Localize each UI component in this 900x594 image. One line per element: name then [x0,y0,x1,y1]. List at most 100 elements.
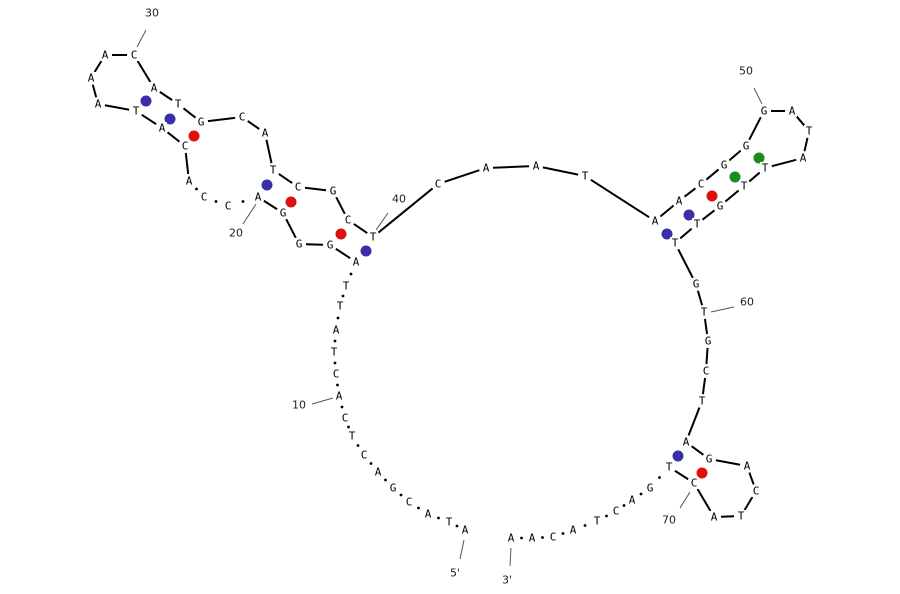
backbone-bond [743,496,754,511]
backbone-bond [705,168,720,181]
nucleotide-33: G [198,116,205,129]
backbone-bond [674,469,689,481]
position-label: 5' [450,567,460,580]
label-tick [459,539,465,560]
nucleotide-13: A [333,324,340,337]
nucleotide-21: C [225,200,232,213]
backbone-dot [417,506,420,510]
base-pair-at-marker [360,245,372,257]
nucleotide-3: A [425,508,432,521]
backbone-dot [341,294,345,298]
backbone-bonds [91,54,809,540]
label-tick [753,87,763,105]
nucleotide-61: G [705,335,712,348]
backbone-bond [679,227,693,240]
backbone-dot [639,492,643,496]
backbone-bond [159,91,173,101]
backbone-bond [136,60,152,83]
backbone-bond [263,199,278,211]
base-pair-at-marker [261,179,273,191]
nucleotide-32: T [175,98,182,111]
nucleotide-79: A [508,532,515,545]
nucleotide-52: T [806,125,813,138]
nucleotide-73: A [629,494,636,507]
nucleotide-65: G [706,453,713,466]
backbone-bond [771,158,797,168]
backbone-bond [701,377,707,395]
backbone-bond [677,248,694,279]
label-tick [242,203,257,225]
nucleotide-58: T [672,237,679,250]
backbone-bond [304,186,327,192]
nucleotide-60: T [701,306,708,319]
label-tick [509,547,512,567]
backbone-bond [265,139,273,164]
label-tick [375,212,389,231]
position-label: 3' [502,574,512,587]
nucleotide-25: A [159,122,166,135]
backbone-dot [349,272,353,276]
base-pair-gt-marker [753,152,765,164]
base-pair-at-marker [683,209,695,221]
backbone-dot [336,316,340,320]
base-pair-at-marker [661,228,673,240]
position-label: 70 [662,514,676,527]
nucleotide-17: G [327,239,334,252]
backbone-bond [659,204,675,218]
nucleotide-51: A [789,105,796,118]
backbone-bond [696,488,712,512]
nucleotide-77: C [550,531,557,544]
backbone-bond [492,165,530,169]
backbone-bond [247,120,260,130]
nucleotide-31: A [151,82,158,95]
nucleotide-27: A [95,98,102,111]
backbone-bond [748,116,762,141]
backbone-dot [347,425,350,429]
backbone-bond [166,131,181,143]
nucleotide-63: T [699,395,706,408]
backbone-dot [333,361,337,365]
backbone-dot [399,493,403,497]
backbone-bond [542,166,579,176]
base-pair-gc-marker [285,196,297,208]
nucleotide-74: C [613,505,620,518]
nucleotide-26: T [133,105,140,118]
nucleotide-67: C [753,485,760,498]
nucleotide-78: A [529,532,536,545]
backbone-dot [214,200,218,203]
backbone-bond [696,290,704,306]
backbone-dot [437,516,440,520]
base-pair-gc-marker [706,190,718,202]
nucleotide-75: T [594,515,601,528]
nucleotide-62: C [703,365,710,378]
nucleotide-7: C [361,449,368,462]
backbone-bond [353,223,368,234]
nucleotide-55: T [741,180,748,193]
nucleotide-14: T [337,300,344,313]
nucleotide-72: G [647,482,654,495]
base-pair-at-marker [672,450,684,462]
nucleotide-34: C [239,111,246,124]
position-label: 60 [740,296,754,309]
nucleotide-66: A [744,460,751,473]
backbone-bond [703,318,709,335]
backbone-bond [305,243,324,246]
backbone-bond [278,173,293,184]
backbone-bond [590,178,650,219]
backbone-bond [687,407,701,436]
nucleotide-68: T [738,510,745,523]
nucleotide-23: A [186,175,193,188]
backbone-dot [369,462,373,465]
nucleotide-10: A [336,390,343,403]
nucleotide-16: A [353,256,360,269]
backbone-bond [728,149,742,162]
backbone-bond [444,169,480,183]
nucleotide-15: T [343,280,350,293]
backbone-bond [705,347,709,365]
nucleotide-18: G [296,238,303,251]
nucleotide-42: A [483,162,490,175]
position-label: 30 [145,7,159,20]
